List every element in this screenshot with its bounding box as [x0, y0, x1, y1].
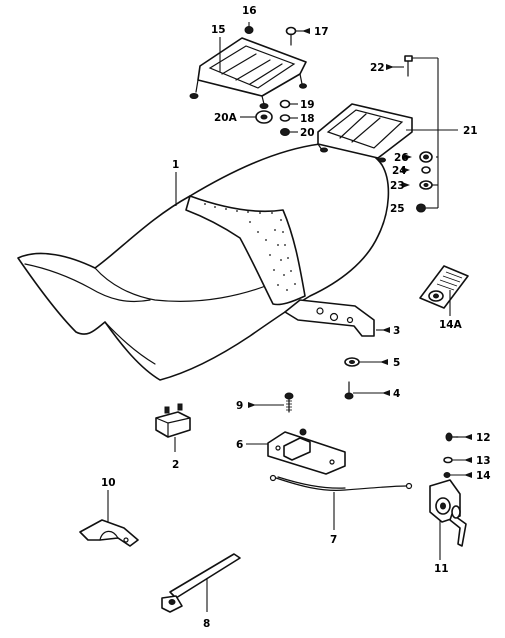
hardware-23-26 [416, 151, 433, 213]
callout-19: 19 [300, 99, 315, 111]
callout-14A: 14A [439, 319, 463, 331]
callout-23: 23 [390, 180, 405, 192]
callout-8: 8 [203, 618, 210, 630]
lock-set [429, 479, 467, 547]
callout-5: 5 [393, 357, 400, 369]
leader-arrows [248, 28, 472, 478]
label-14A [419, 265, 469, 309]
seat-damper [155, 403, 191, 438]
seat [17, 142, 390, 381]
callout-7: 7 [330, 534, 337, 546]
callout-25: 25 [390, 203, 405, 215]
callout-26: 26 [394, 152, 409, 164]
callout-11: 11 [434, 563, 449, 575]
callout-18: 18 [300, 113, 315, 125]
bolt-9 [284, 392, 294, 413]
seat-bracket [284, 299, 375, 337]
callout-3: 3 [393, 325, 400, 337]
hardware-12-14 [443, 432, 459, 478]
callout-2: 2 [172, 459, 179, 471]
bolt-22 [404, 55, 413, 77]
callout-labels: 1 2 3 4 5 6 7 8 9 10 11 12 13 14 14A 15 … [101, 5, 491, 630]
callout-12: 12 [476, 432, 491, 444]
carrier [317, 103, 413, 163]
callout-6: 6 [236, 439, 243, 451]
callout-17: 17 [314, 26, 329, 38]
callout-13: 13 [476, 455, 491, 467]
hardware-18-20A [255, 99, 291, 136]
callout-24: 24 [392, 165, 407, 177]
washer-5 [344, 357, 360, 367]
helmet-wire [161, 553, 241, 613]
callout-21: 21 [463, 125, 478, 137]
callout-15: 15 [211, 24, 226, 36]
rear-rack [189, 37, 307, 109]
callout-22: 22 [370, 62, 385, 74]
lock-cable [269, 474, 413, 491]
callout-14: 14 [476, 470, 491, 482]
callout-20: 20 [300, 127, 315, 139]
callout-9: 9 [236, 400, 243, 412]
bolt-4 [344, 381, 354, 400]
callout-16: 16 [242, 5, 257, 17]
seat-lock [267, 428, 346, 475]
callout-1: 1 [172, 159, 179, 171]
callout-20A: 20A [214, 112, 238, 124]
callout-4: 4 [393, 388, 400, 400]
bolt-17 [285, 26, 297, 46]
clamp [79, 519, 139, 547]
callout-10: 10 [101, 477, 116, 489]
nut-16 [244, 26, 254, 34]
